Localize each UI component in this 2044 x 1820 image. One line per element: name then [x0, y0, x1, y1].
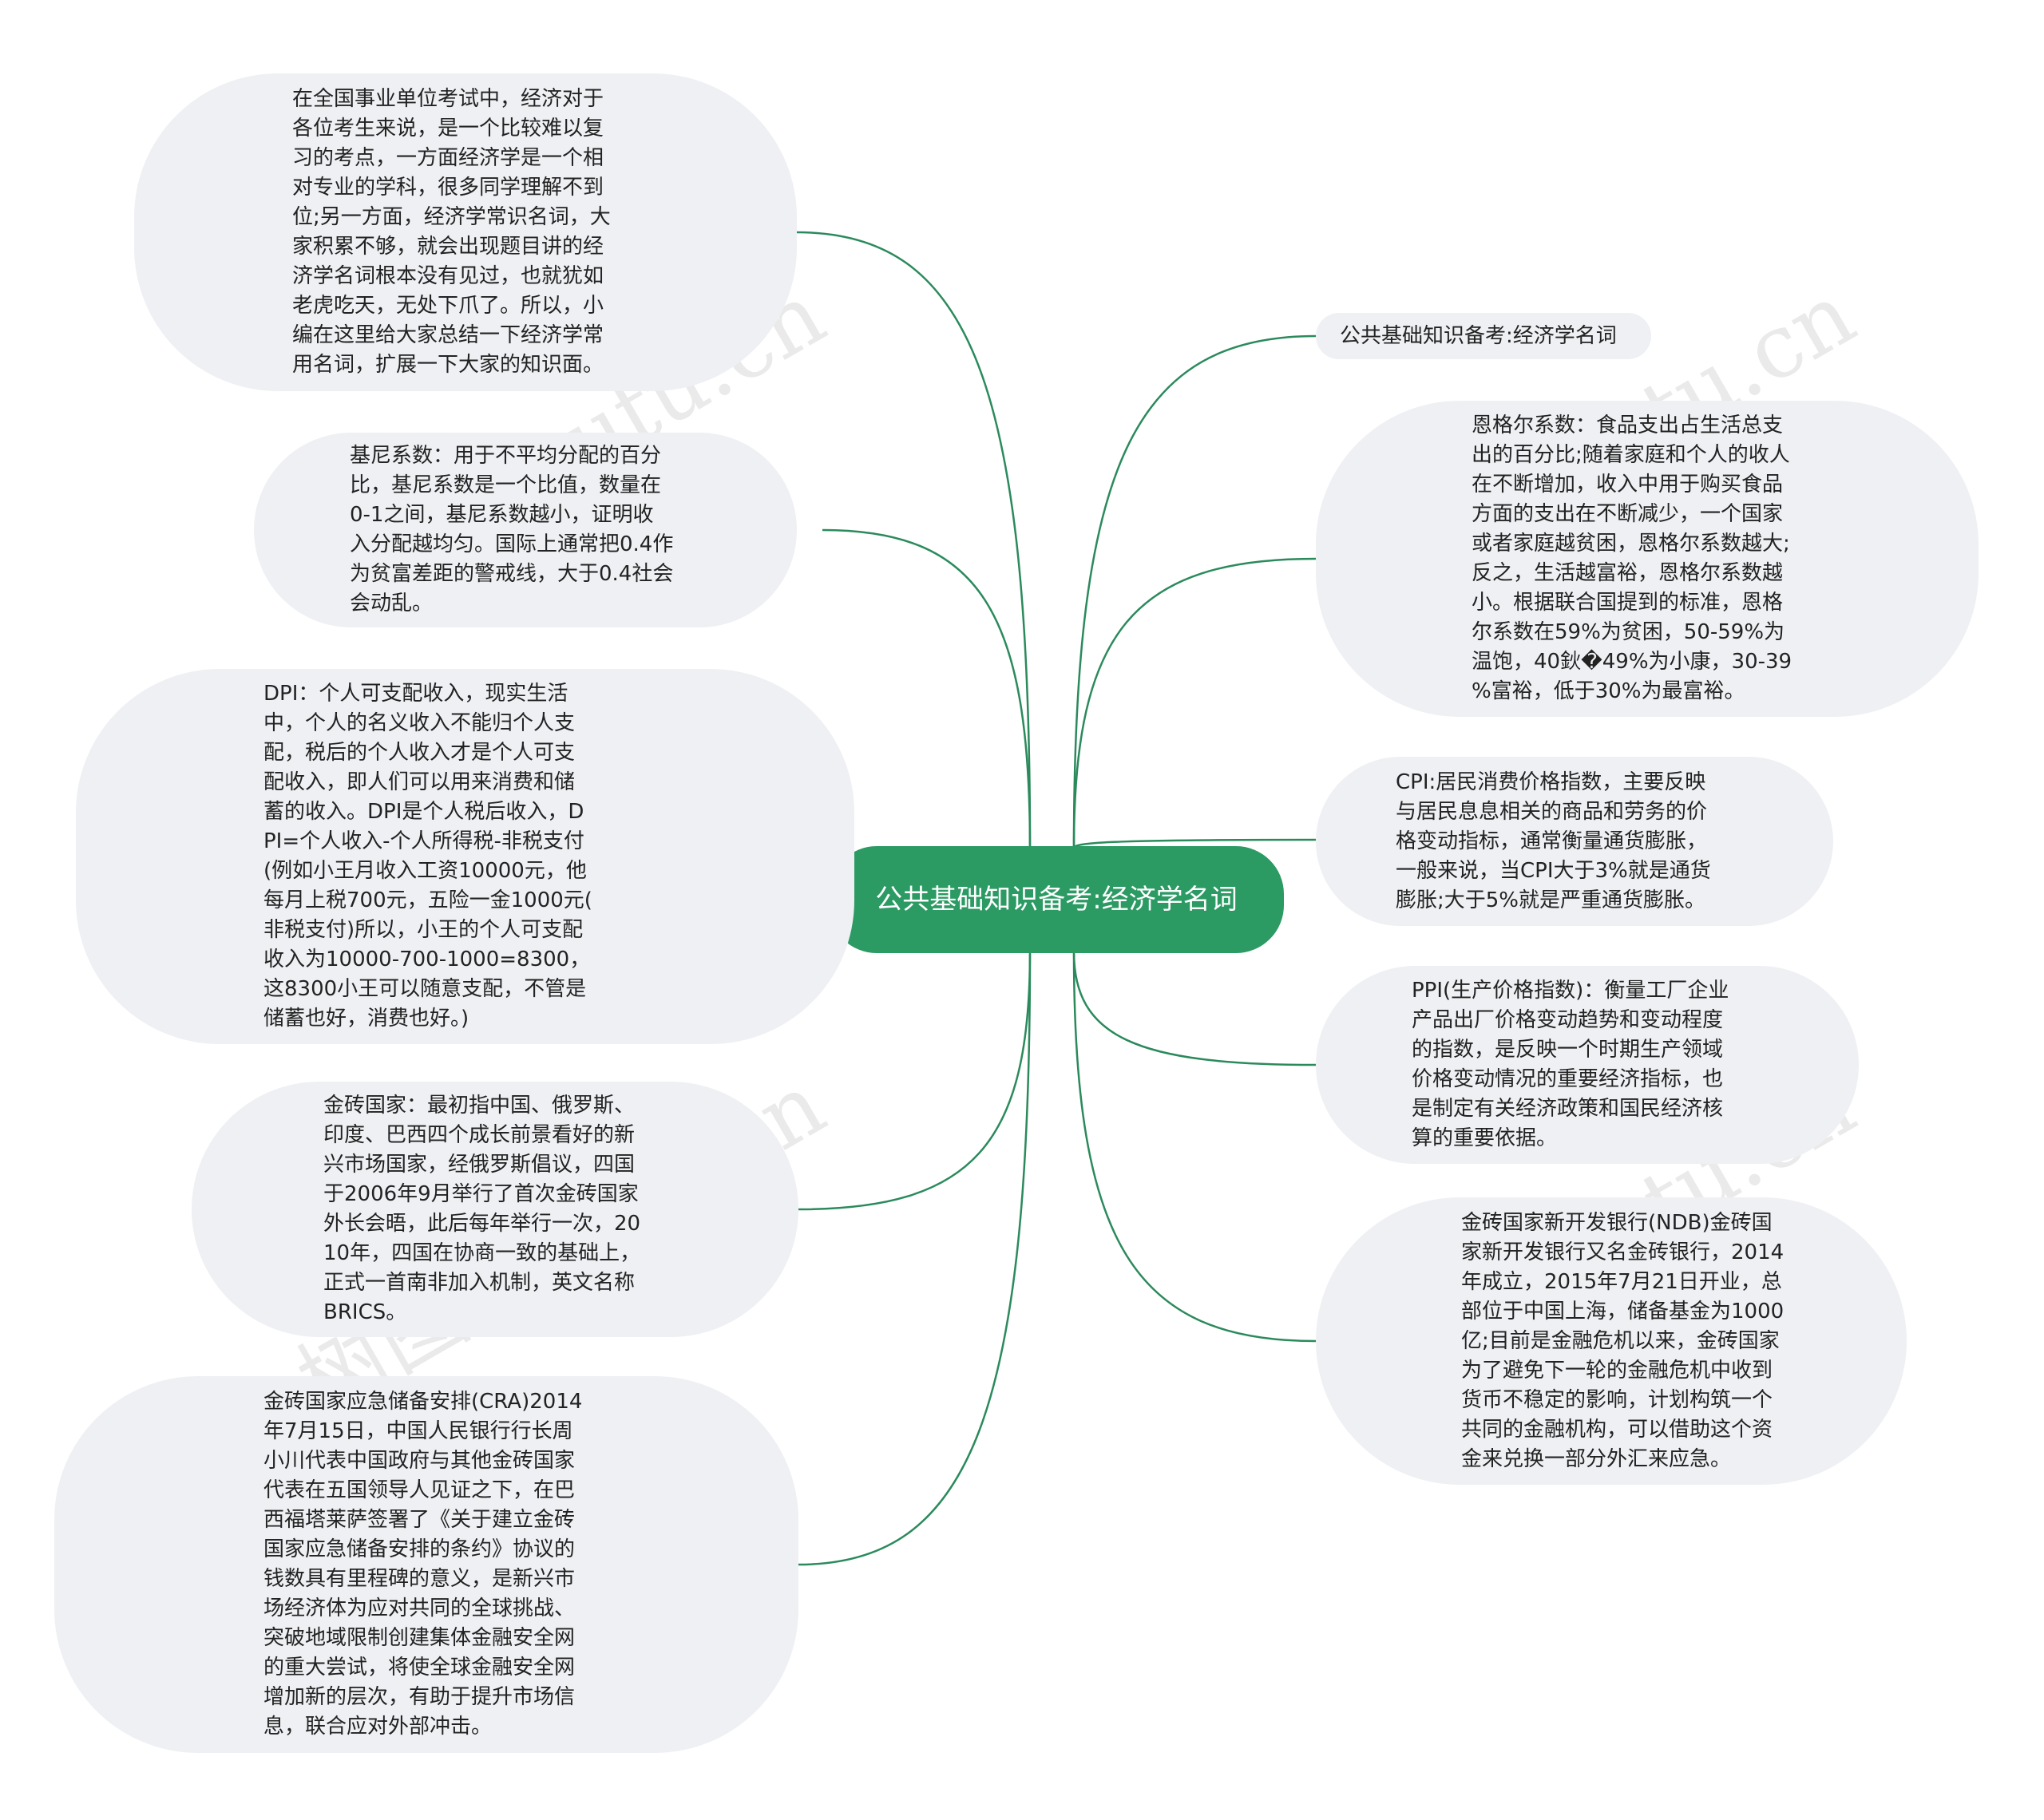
node-intro[interactable]: 在全国事业单位考试中，经济对于 各位考生来说，是一个比较难以复 习的考点，一方面…: [134, 73, 797, 391]
connector-right-2: [1072, 838, 1317, 849]
node-ndb-text: 金砖国家新开发银行(NDB)金砖国 家新开发银行又名金砖银行，2014 年成立，…: [1461, 1210, 1785, 1471]
node-ppi-text: PPI(生产价格指数)：衡量工厂企业 产品出厂价格变动趋势和变动程度 的指数，是…: [1412, 979, 1729, 1150]
connector-left-0: [796, 231, 1032, 849]
node-dpi-text: DPI：个人可支配收入，现实生活 中，个人的名义收入不能归个人支 配，税后的个人…: [263, 682, 592, 1031]
connector-right-3: [1072, 951, 1317, 1066]
node-brics[interactable]: 金砖国家：最初指中国、俄罗斯、 印度、巴西四个成长前景看好的新 兴市场国家，经俄…: [192, 1082, 798, 1337]
central-topic[interactable]: 公共基础知识备考:经济学名词: [829, 846, 1284, 953]
node-ndb[interactable]: 金砖国家新开发银行(NDB)金砖国 家新开发银行又名金砖银行，2014 年成立，…: [1316, 1197, 1907, 1485]
node-intro-text: 在全国事业单位考试中，经济对于 各位考生来说，是一个比较难以复 习的考点，一方面…: [292, 87, 611, 377]
node-ppi[interactable]: PPI(生产价格指数)：衡量工厂企业 产品出厂价格变动趋势和变动程度 的指数，是…: [1316, 966, 1859, 1164]
connector-right-4: [1072, 951, 1317, 1343]
node-title-repeat-text: 公共基础知识备考:经济学名词: [1340, 323, 1617, 348]
node-brics-text: 金砖国家：最初指中国、俄罗斯、 印度、巴西四个成长前景看好的新 兴市场国家，经俄…: [323, 1094, 641, 1324]
central-topic-label: 公共基础知识备考:经济学名词: [875, 884, 1238, 916]
node-cra-text: 金砖国家应急储备安排(CRA)2014 年7月15日，中国人民银行行长周 小川代…: [263, 1390, 583, 1739]
node-engel[interactable]: 恩格尔系数：食品支出占生活总支 出的百分比;随着家庭和个人的收人 在不断增加，收…: [1316, 401, 1979, 717]
connector-left-4: [798, 951, 1032, 1566]
node-cpi-text: CPI:居民消费价格指数，主要反映 与居民息息相关的商品和劳务的价 格变动指标，…: [1396, 770, 1711, 912]
connector-left-1: [822, 528, 1032, 849]
connector-right-0: [1072, 334, 1317, 849]
node-gini-text: 基尼系数：用于不平均分配的百分 比，基尼系数是一个比值，数量在 0-1之间，基尼…: [350, 444, 674, 615]
node-cpi[interactable]: CPI:居民消费价格指数，主要反映 与居民息息相关的商品和劳务的价 格变动指标，…: [1316, 757, 1833, 926]
node-cra[interactable]: 金砖国家应急储备安排(CRA)2014 年7月15日，中国人民银行行长周 小川代…: [54, 1376, 798, 1753]
node-engel-text: 恩格尔系数：食品支出占生活总支 出的百分比;随着家庭和个人的收人 在不断增加，收…: [1472, 413, 1792, 703]
node-gini[interactable]: 基尼系数：用于不平均分配的百分 比，基尼系数是一个比值，数量在 0-1之间，基尼…: [254, 433, 797, 627]
node-dpi[interactable]: DPI：个人可支配收入，现实生活 中，个人的名义收入不能归个人支 配，税后的个人…: [76, 669, 854, 1044]
connector-left-3: [798, 951, 1032, 1211]
connector-right-1: [1072, 557, 1317, 849]
node-title-repeat[interactable]: 公共基础知识备考:经济学名词: [1316, 313, 1651, 359]
